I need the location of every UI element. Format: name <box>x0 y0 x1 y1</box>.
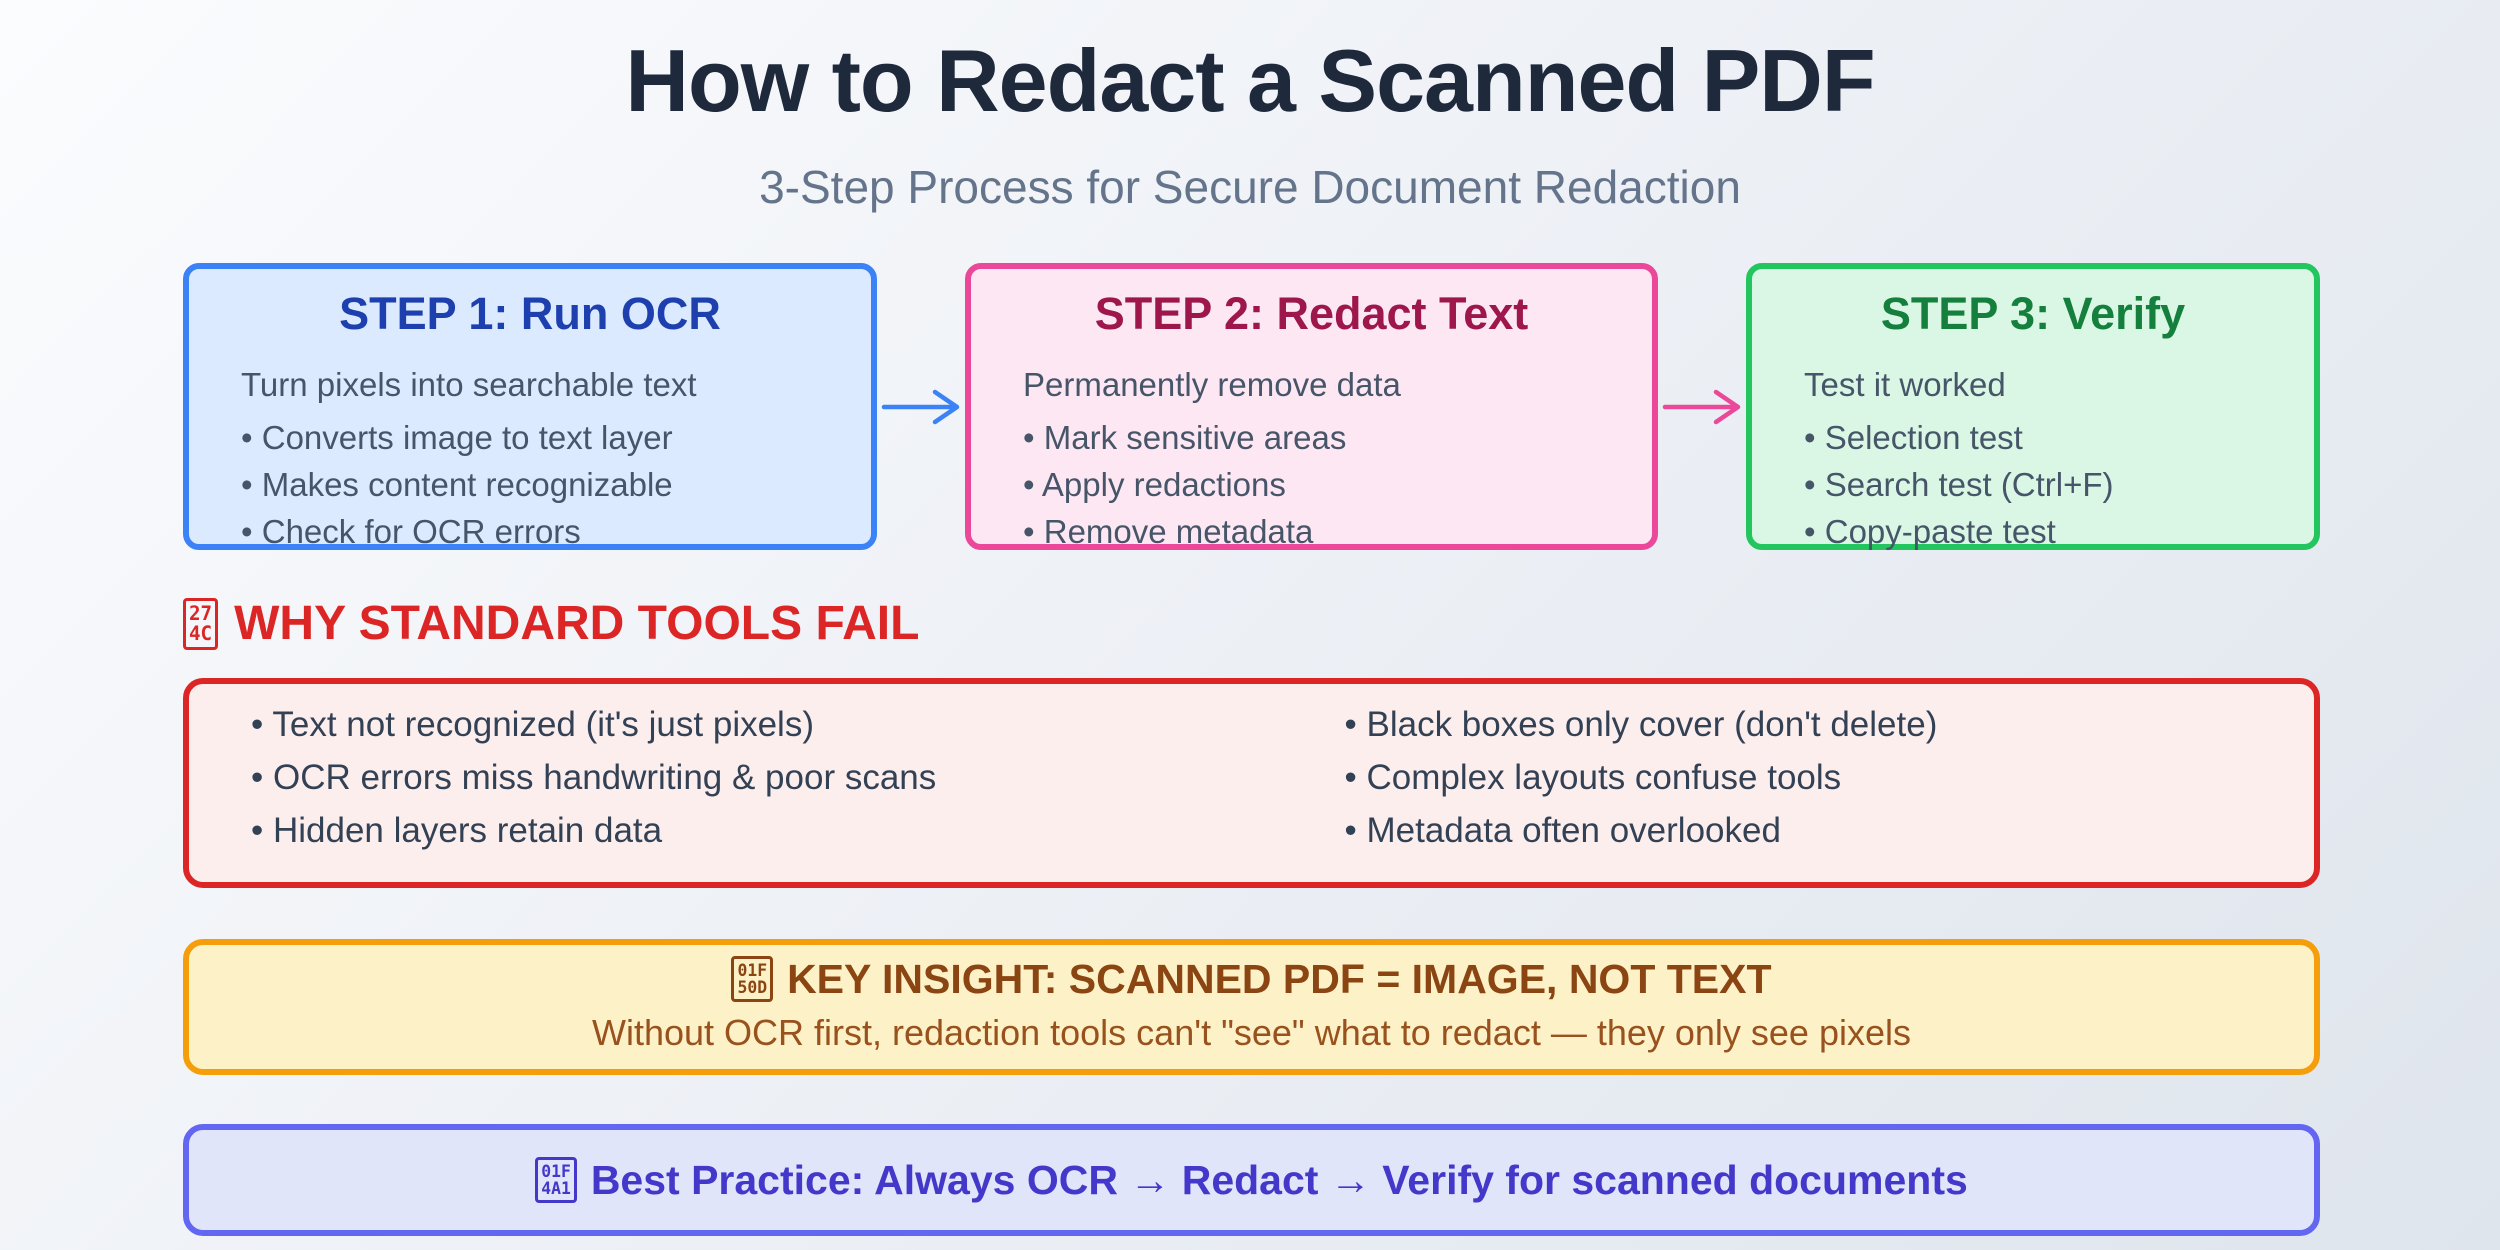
step-2-description: Permanently remove data <box>1023 366 1401 403</box>
fail-heading-label: WHY STANDARD TOOLS FAIL <box>234 597 920 651</box>
steps-row: STEP 1: Run OCR Turn pixels into searcha… <box>183 263 2320 550</box>
arrow-cell <box>877 263 965 550</box>
fail-bullet: Complex layouts confuse tools <box>1345 751 2315 804</box>
step-3-title: STEP 3: Verify <box>1880 288 2186 339</box>
step-3-description: Test it worked <box>1804 366 2006 403</box>
fail-bullet: Black boxes only cover (don't delete) <box>1345 698 2315 751</box>
best-practice-banner: 01F 4A1 Best Practice: Always OCR → Reda… <box>183 1124 2320 1236</box>
fail-bullet: Hidden layers retain data <box>251 804 1252 857</box>
right-arrow-icon <box>1662 389 1741 424</box>
bullet-item: Selection test <box>1804 414 2284 461</box>
fail-bullet: Text not recognized (it's just pixels) <box>251 698 1252 751</box>
key-insight-title: 01F 50D KEY INSIGHT: SCANNED PDF = IMAGE… <box>189 955 2314 1003</box>
fail-reasons-box: Text not recognized (it's just pixels) O… <box>183 678 2320 888</box>
step-3-card: STEP 3: Verify Test it worked Selection … <box>1746 263 2320 550</box>
best-practice-label: Best Practice: Always OCR → Redact → Ver… <box>590 1156 1968 1203</box>
bullet-item: Mark sensitive areas <box>1023 414 1622 461</box>
tofu-hex-top: 27 <box>189 602 213 625</box>
tofu-hex-top: 01F <box>737 960 768 980</box>
key-insight-title-label: KEY INSIGHT: SCANNED PDF = IMAGE, NOT TE… <box>787 956 1772 1002</box>
bullet-item: Search test (Ctrl+F) <box>1804 461 2284 508</box>
key-insight-banner: 01F 50D KEY INSIGHT: SCANNED PDF = IMAGE… <box>183 939 2320 1075</box>
bullet-item: Apply redactions <box>1023 461 1622 508</box>
step-1-description: Turn pixels into searchable text <box>241 366 697 403</box>
light-bulb-icon: 01F 4A1 <box>535 1156 577 1204</box>
right-arrow-icon <box>881 389 960 424</box>
tofu-hex-bottom: 4C <box>189 622 213 646</box>
bullet-item: Check for OCR errors <box>241 508 841 555</box>
page-subtitle: 3-Step Process for Secure Document Redac… <box>759 161 1741 213</box>
step-2-title: STEP 2: Redact Text <box>1094 288 1529 339</box>
fail-bullet: Metadata often overlooked <box>1345 804 2315 857</box>
step-1-card: STEP 1: Run OCR Turn pixels into searcha… <box>183 263 877 550</box>
bullet-item: Converts image to text layer <box>241 414 841 461</box>
arrow-cell <box>1658 263 1746 550</box>
key-insight-subtitle: Without OCR first, redaction tools can't… <box>591 1012 1911 1053</box>
step-1-title: STEP 1: Run OCR <box>339 288 721 339</box>
fail-section-heading: 27 4C WHY STANDARD TOOLS FAIL <box>183 597 920 651</box>
tofu-hex-top: 01F <box>541 1161 571 1181</box>
bullet-item: Remove metadata <box>1023 508 1622 555</box>
step-2-bullet-list: Mark sensitive areas Apply redactions Re… <box>1023 414 1622 555</box>
bullet-item: Copy-paste test <box>1804 508 2284 555</box>
bullet-item: Makes content recognizable <box>241 461 841 508</box>
page-title: How to Redact a Scanned PDF <box>625 31 1875 130</box>
magnifying-glass-icon: 01F 50D <box>731 955 774 1003</box>
step-3-bullet-list: Selection test Search test (Ctrl+F) Copy… <box>1804 414 2284 555</box>
fail-left-column: Text not recognized (it's just pixels) O… <box>189 698 1252 882</box>
fail-bullet: OCR errors miss handwriting & poor scans <box>251 751 1252 804</box>
step-1-bullet-list: Converts image to text layer Makes conte… <box>241 414 841 555</box>
cross-mark-icon: 27 4C <box>183 598 219 651</box>
fail-right-column: Black boxes only cover (don't delete) Co… <box>1252 698 2315 882</box>
tofu-hex-bottom: 4A1 <box>541 1179 571 1198</box>
step-2-card: STEP 2: Redact Text Permanently remove d… <box>965 263 1658 550</box>
tofu-hex-bottom: 50D <box>737 978 768 997</box>
